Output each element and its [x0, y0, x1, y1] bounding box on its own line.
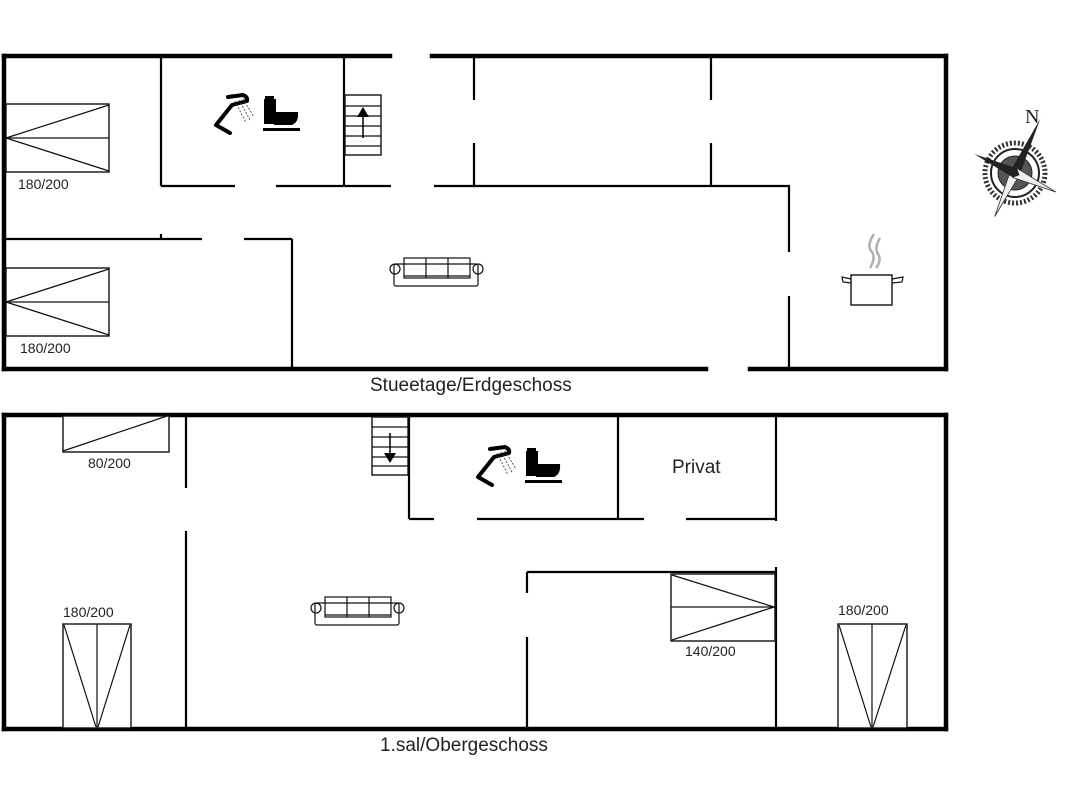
bed-ground-1	[5, 103, 110, 173]
bed-ground-2	[5, 267, 110, 337]
sofa-icon	[310, 596, 405, 626]
stairs-down-icon	[371, 416, 409, 476]
upper-outer-walls	[1, 412, 949, 732]
bed-size-label: 180/200	[63, 604, 114, 620]
bed-size-label: 180/200	[20, 340, 71, 356]
cooking-pot-icon	[841, 233, 904, 306]
shower-icon	[476, 445, 517, 487]
compass-rose-icon	[974, 118, 1056, 217]
toilet-icon	[525, 448, 562, 483]
bed-size-label: 80/200	[88, 455, 131, 471]
bed-size-label: 140/200	[685, 643, 736, 659]
bed-size-label: 180/200	[18, 176, 69, 192]
room-label-privat: Privat	[672, 457, 721, 478]
sofa-icon	[389, 257, 484, 287]
ground-outer-walls	[1, 53, 949, 372]
bed-upper-180-left	[62, 623, 132, 729]
upper-interior-walls	[184, 415, 778, 729]
compass-north-label: N	[1025, 106, 1040, 128]
stairs-up-icon	[344, 94, 382, 156]
ground-interior-walls	[4, 56, 791, 369]
bed-upper-180-right	[837, 623, 908, 729]
upper-floor-plan	[1, 412, 949, 732]
ground-floor-plan	[1, 53, 949, 372]
bed-size-label: 180/200	[838, 602, 889, 618]
floor-title-upper: 1.sal/Obergeschoss	[380, 735, 548, 756]
bed-upper-80	[62, 415, 170, 453]
shower-icon	[214, 93, 255, 135]
floor-title-ground: Stueetage/Erdgeschoss	[370, 375, 572, 396]
toilet-icon	[263, 96, 300, 131]
bed-upper-140	[670, 573, 776, 642]
